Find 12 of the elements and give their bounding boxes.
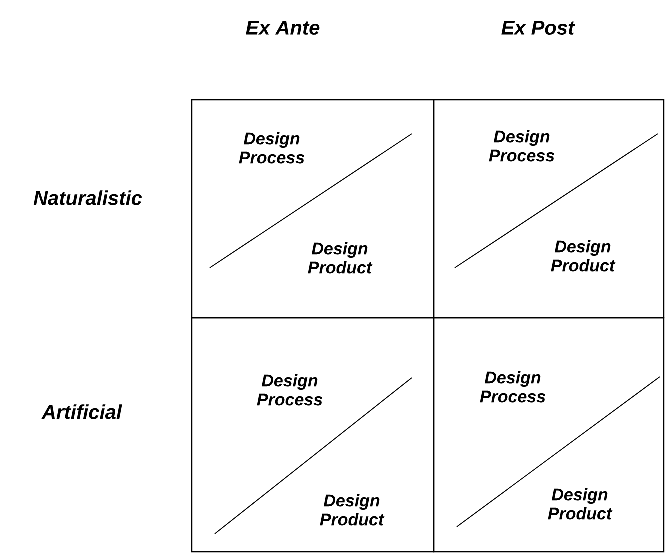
cell-text: Design Process	[480, 371, 546, 403]
cell-text: Design Product	[551, 240, 616, 272]
cell-text: Design Product	[308, 242, 373, 274]
cell-text: Design Process	[239, 132, 304, 164]
cell-text: Design Process	[257, 374, 322, 406]
row-header: Artificial	[42, 404, 122, 420]
cell-text: Design Process	[489, 130, 554, 162]
column-header: Ex Post	[502, 21, 576, 35]
cell-text: Design Product	[320, 494, 385, 526]
row-header: Naturalistic	[34, 190, 142, 206]
column-header: Ex Ante	[246, 21, 320, 35]
cell-text: Design Product	[548, 488, 613, 520]
